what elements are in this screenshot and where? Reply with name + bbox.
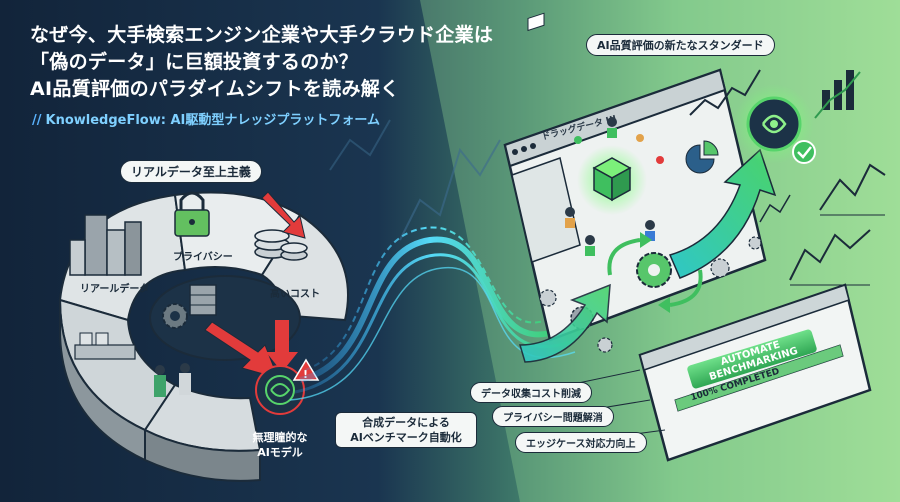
left-heading: リアルデータ至上主義 <box>120 160 262 183</box>
brand-text: KnowledgeFlow: AI駆動型ナレッジプラットフォーム <box>45 113 380 128</box>
lock-icon <box>174 191 210 237</box>
brand-logo-icon: // <box>32 113 42 128</box>
model-caption-line-2: AIモデル <box>257 446 303 459</box>
title-line-1: なぜ今、大手検索エンジン企業や大手クラウド企業は <box>30 24 494 46</box>
data-stream <box>289 226 576 401</box>
middle-caption: 合成データによる AIベンチマーク自動化 <box>335 412 477 448</box>
middle-caption-line-1: 合成データによる <box>362 416 450 429</box>
middle-caption-line-2: AIベンチマーク自動化 <box>350 431 462 444</box>
benchmark-panel <box>638 283 872 462</box>
title-line-3: AI品質評価のパラダイムシフトを読み解く <box>30 78 400 100</box>
segment-label-real-data: リアールデータ <box>80 284 150 295</box>
segment-label-high-cost: 高いコスト <box>270 289 320 300</box>
benefit-privacy: プライバシー問題解消 <box>492 406 614 427</box>
model-caption-line-1: 無理瞳的な <box>252 431 308 444</box>
model-caption: 無理瞳的な AIモデル <box>240 430 320 460</box>
brand-line: //KnowledgeFlow: AI駆動型ナレッジプラットフォーム <box>32 109 380 128</box>
title-line-2: 「偽のデータ」に巨額投資するのか？ <box>30 51 359 73</box>
benefit-cost: データ収集コスト削減 <box>470 382 592 403</box>
segment-label-privacy: プライバシー <box>173 252 233 263</box>
red-down-arrow <box>204 191 306 379</box>
coins-icon <box>254 229 308 261</box>
chart-icons <box>685 69 886 286</box>
checkmark-icon <box>792 140 816 164</box>
svg-text:!: ! <box>303 368 308 381</box>
benefit-edge-case: エッジケース対応力向上 <box>515 432 647 453</box>
process-gears <box>539 232 762 353</box>
person-icon <box>565 117 664 256</box>
brain-icon <box>255 365 305 415</box>
ai-badge <box>734 84 814 164</box>
arrow-up-icon <box>518 148 777 363</box>
buildings-icon <box>69 214 142 276</box>
workers-icon <box>74 332 191 397</box>
server-icon <box>189 284 217 316</box>
cube-icon <box>577 145 647 215</box>
gear-icon <box>162 303 188 329</box>
right-heading: AI品質評価の新たなスタンダード <box>586 34 775 56</box>
